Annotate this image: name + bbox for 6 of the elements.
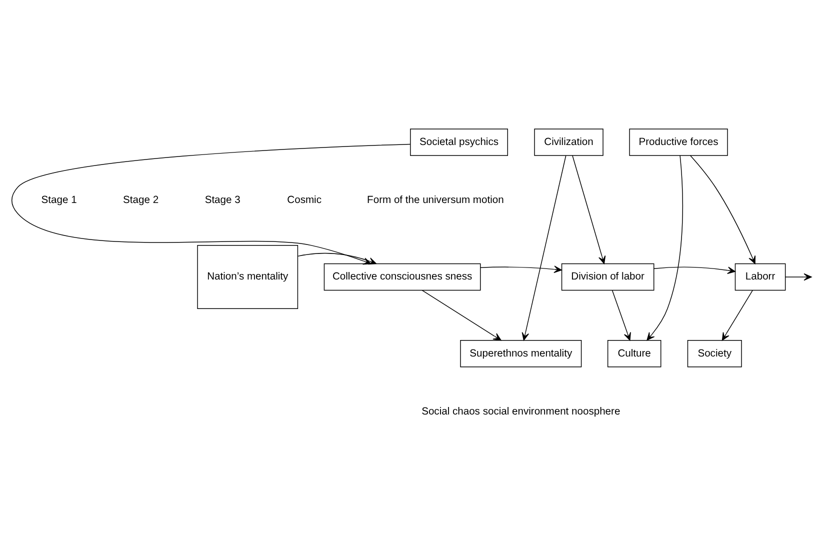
label: Form of the universum motion bbox=[367, 194, 504, 206]
label: Stage 3 bbox=[204, 194, 240, 206]
label: Social chaos social environment noosphere bbox=[422, 406, 620, 418]
label: Stage 2 bbox=[123, 194, 159, 206]
label: Cosmic bbox=[287, 194, 322, 206]
label: Stage 1 bbox=[41, 194, 77, 206]
